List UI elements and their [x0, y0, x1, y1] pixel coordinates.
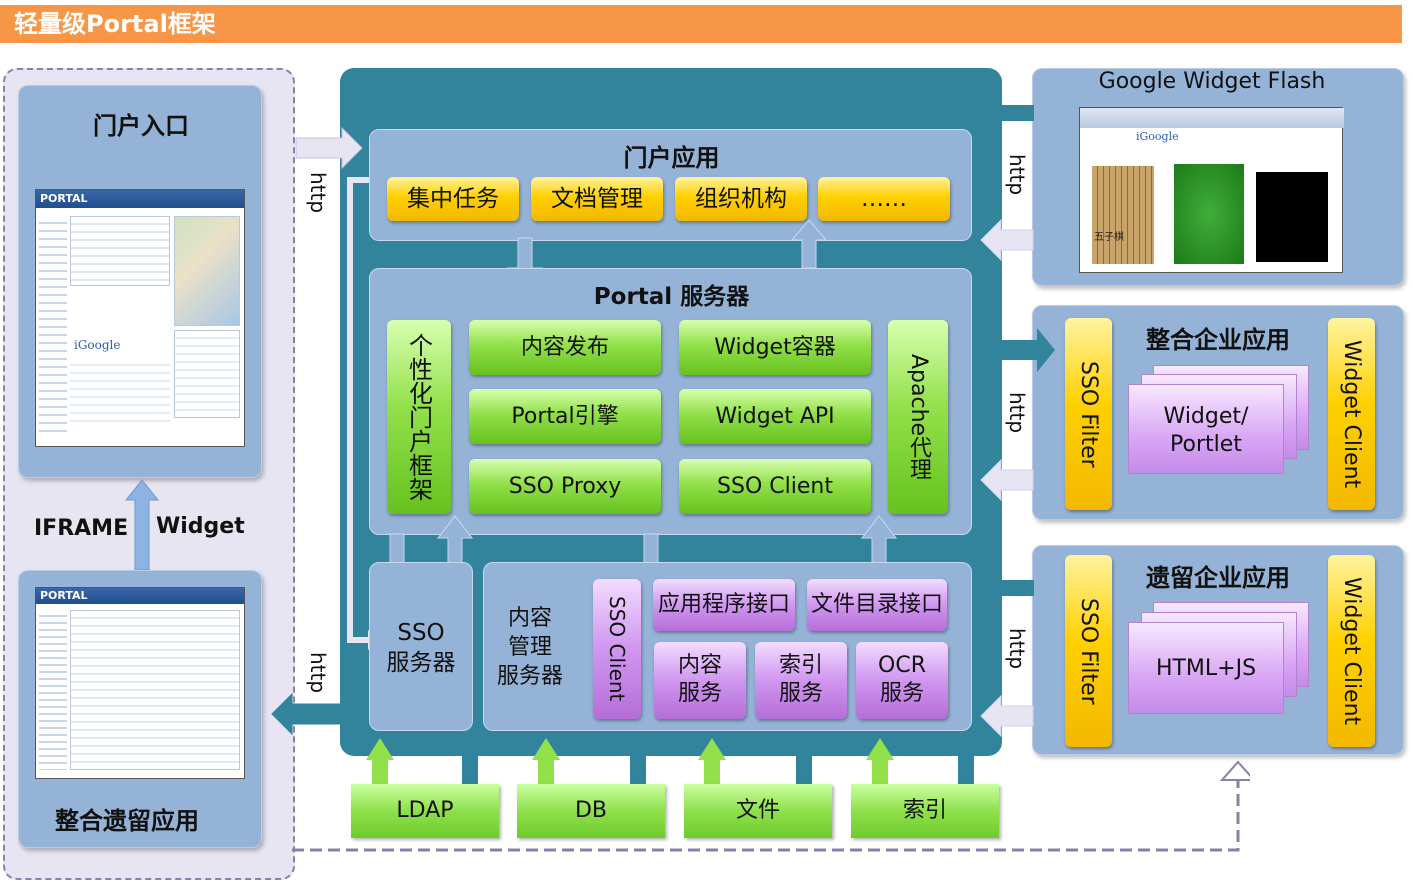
portal-screenshot: PORTAL iGoogle — [35, 189, 245, 447]
content-server-label: 内容 管理 服务器 — [496, 606, 563, 689]
portal-server-panel: Portal 服务器 — [369, 268, 972, 535]
screenshot-table — [70, 216, 170, 286]
widget-label: Widget — [156, 514, 245, 539]
index-service: 索引 服务 — [755, 642, 847, 719]
google-widget-title: Google Widget Flash — [1098, 69, 1326, 94]
http-label-right-2: http — [1005, 392, 1029, 434]
storage-db: DB — [517, 784, 665, 838]
portal-apps-title: 门户应用 — [623, 144, 720, 172]
gomoku-label: 五子棋 — [1094, 232, 1124, 243]
legacy-sidebar — [39, 610, 67, 770]
dashed-return-line — [292, 760, 1250, 852]
app-document-button[interactable]: 文档管理 — [531, 177, 663, 221]
igoogle-logo: iGoogle — [74, 338, 121, 352]
gomoku-board — [1092, 166, 1154, 264]
sso-server-label: SSO 服务器 — [386, 620, 456, 676]
http-label-right-1: http — [1005, 154, 1029, 196]
sso-client: SSO Client — [679, 459, 871, 514]
legacy-screenshot: PORTAL — [35, 587, 245, 779]
screenshot-list — [70, 358, 170, 428]
black-game — [1256, 172, 1328, 262]
legacy-integration-title: 整合遗留应用 — [55, 807, 199, 835]
screenshot-sidebar — [39, 216, 67, 436]
ocr-service: OCR 服务 — [856, 642, 948, 719]
portal-server-title: Portal 服务器 — [593, 284, 750, 310]
http-label-top-left: http — [306, 172, 330, 214]
enterprise-sso-filter: SSO Filter — [1065, 318, 1112, 510]
http-label-bottom-left: http — [306, 652, 330, 694]
up-arrow-icon — [124, 479, 160, 571]
legacy-widget-client: Widget Client — [1328, 555, 1375, 747]
enterprise-title: 整合企业应用 — [1146, 326, 1290, 354]
widget-api: Widget API — [679, 389, 871, 444]
app-organization-button[interactable]: 组织机构 — [675, 177, 807, 221]
sso-proxy: SSO Proxy — [469, 459, 661, 514]
widget-container: Widget容器 — [679, 320, 871, 375]
legacy-portal-logo: PORTAL — [36, 588, 244, 604]
igoogle-logo-right: iGoogle — [1136, 130, 1179, 143]
legacy-doc: HTML+JS — [1128, 622, 1284, 714]
igoogle-screenshot: iGoogle 五子棋 — [1079, 107, 1344, 273]
personalized-framework: 个性化门户框架 — [387, 320, 451, 514]
content-sso-client: SSO Client — [593, 579, 641, 719]
page-title: 轻量级Portal框架 — [0, 5, 1402, 43]
http-label-right-3: http — [1005, 628, 1029, 670]
storage-ldap: LDAP — [351, 784, 499, 838]
content-publish: 内容发布 — [469, 320, 661, 375]
portal-entry-title: 门户入口 — [93, 112, 189, 140]
file-directory-interface: 文件目录接口 — [807, 579, 947, 631]
storage-index: 索引 — [851, 784, 999, 838]
app-task-button[interactable]: 集中任务 — [387, 177, 519, 221]
iframe-label: IFRAME — [34, 516, 129, 541]
enterprise-doc: Widget/ Portlet — [1128, 384, 1284, 474]
legacy-integration-panel: PORTAL 整合遗留应用 — [18, 570, 262, 848]
enterprise-widget-client: Widget Client — [1328, 318, 1375, 510]
content-service: 内容 服务 — [654, 642, 746, 719]
http-arrows-right — [980, 105, 1055, 738]
screenshot-side-table — [174, 330, 240, 418]
legacy-enterprise-title: 遗留企业应用 — [1146, 564, 1290, 592]
legacy-sso-filter: SSO Filter — [1065, 555, 1112, 747]
sso-server-panel — [369, 562, 473, 731]
app-more-button[interactable]: …… — [818, 177, 950, 221]
browser-toolbar — [1080, 108, 1344, 128]
apache-proxy: Apache代理 — [888, 320, 948, 514]
portal-entry-panel: 门户入口 PORTAL iGoogle — [18, 85, 262, 478]
portal-logo: PORTAL — [36, 190, 244, 208]
storage-file: 文件 — [684, 784, 832, 838]
portal-engine: Portal引擎 — [469, 389, 661, 444]
google-widget-panel: Google Widget Flash iGoogle 五子棋 — [1032, 68, 1404, 286]
poker-table — [1174, 164, 1244, 264]
legacy-table — [70, 610, 240, 770]
app-program-interface: 应用程序接口 — [653, 579, 795, 631]
screenshot-map — [174, 216, 240, 326]
